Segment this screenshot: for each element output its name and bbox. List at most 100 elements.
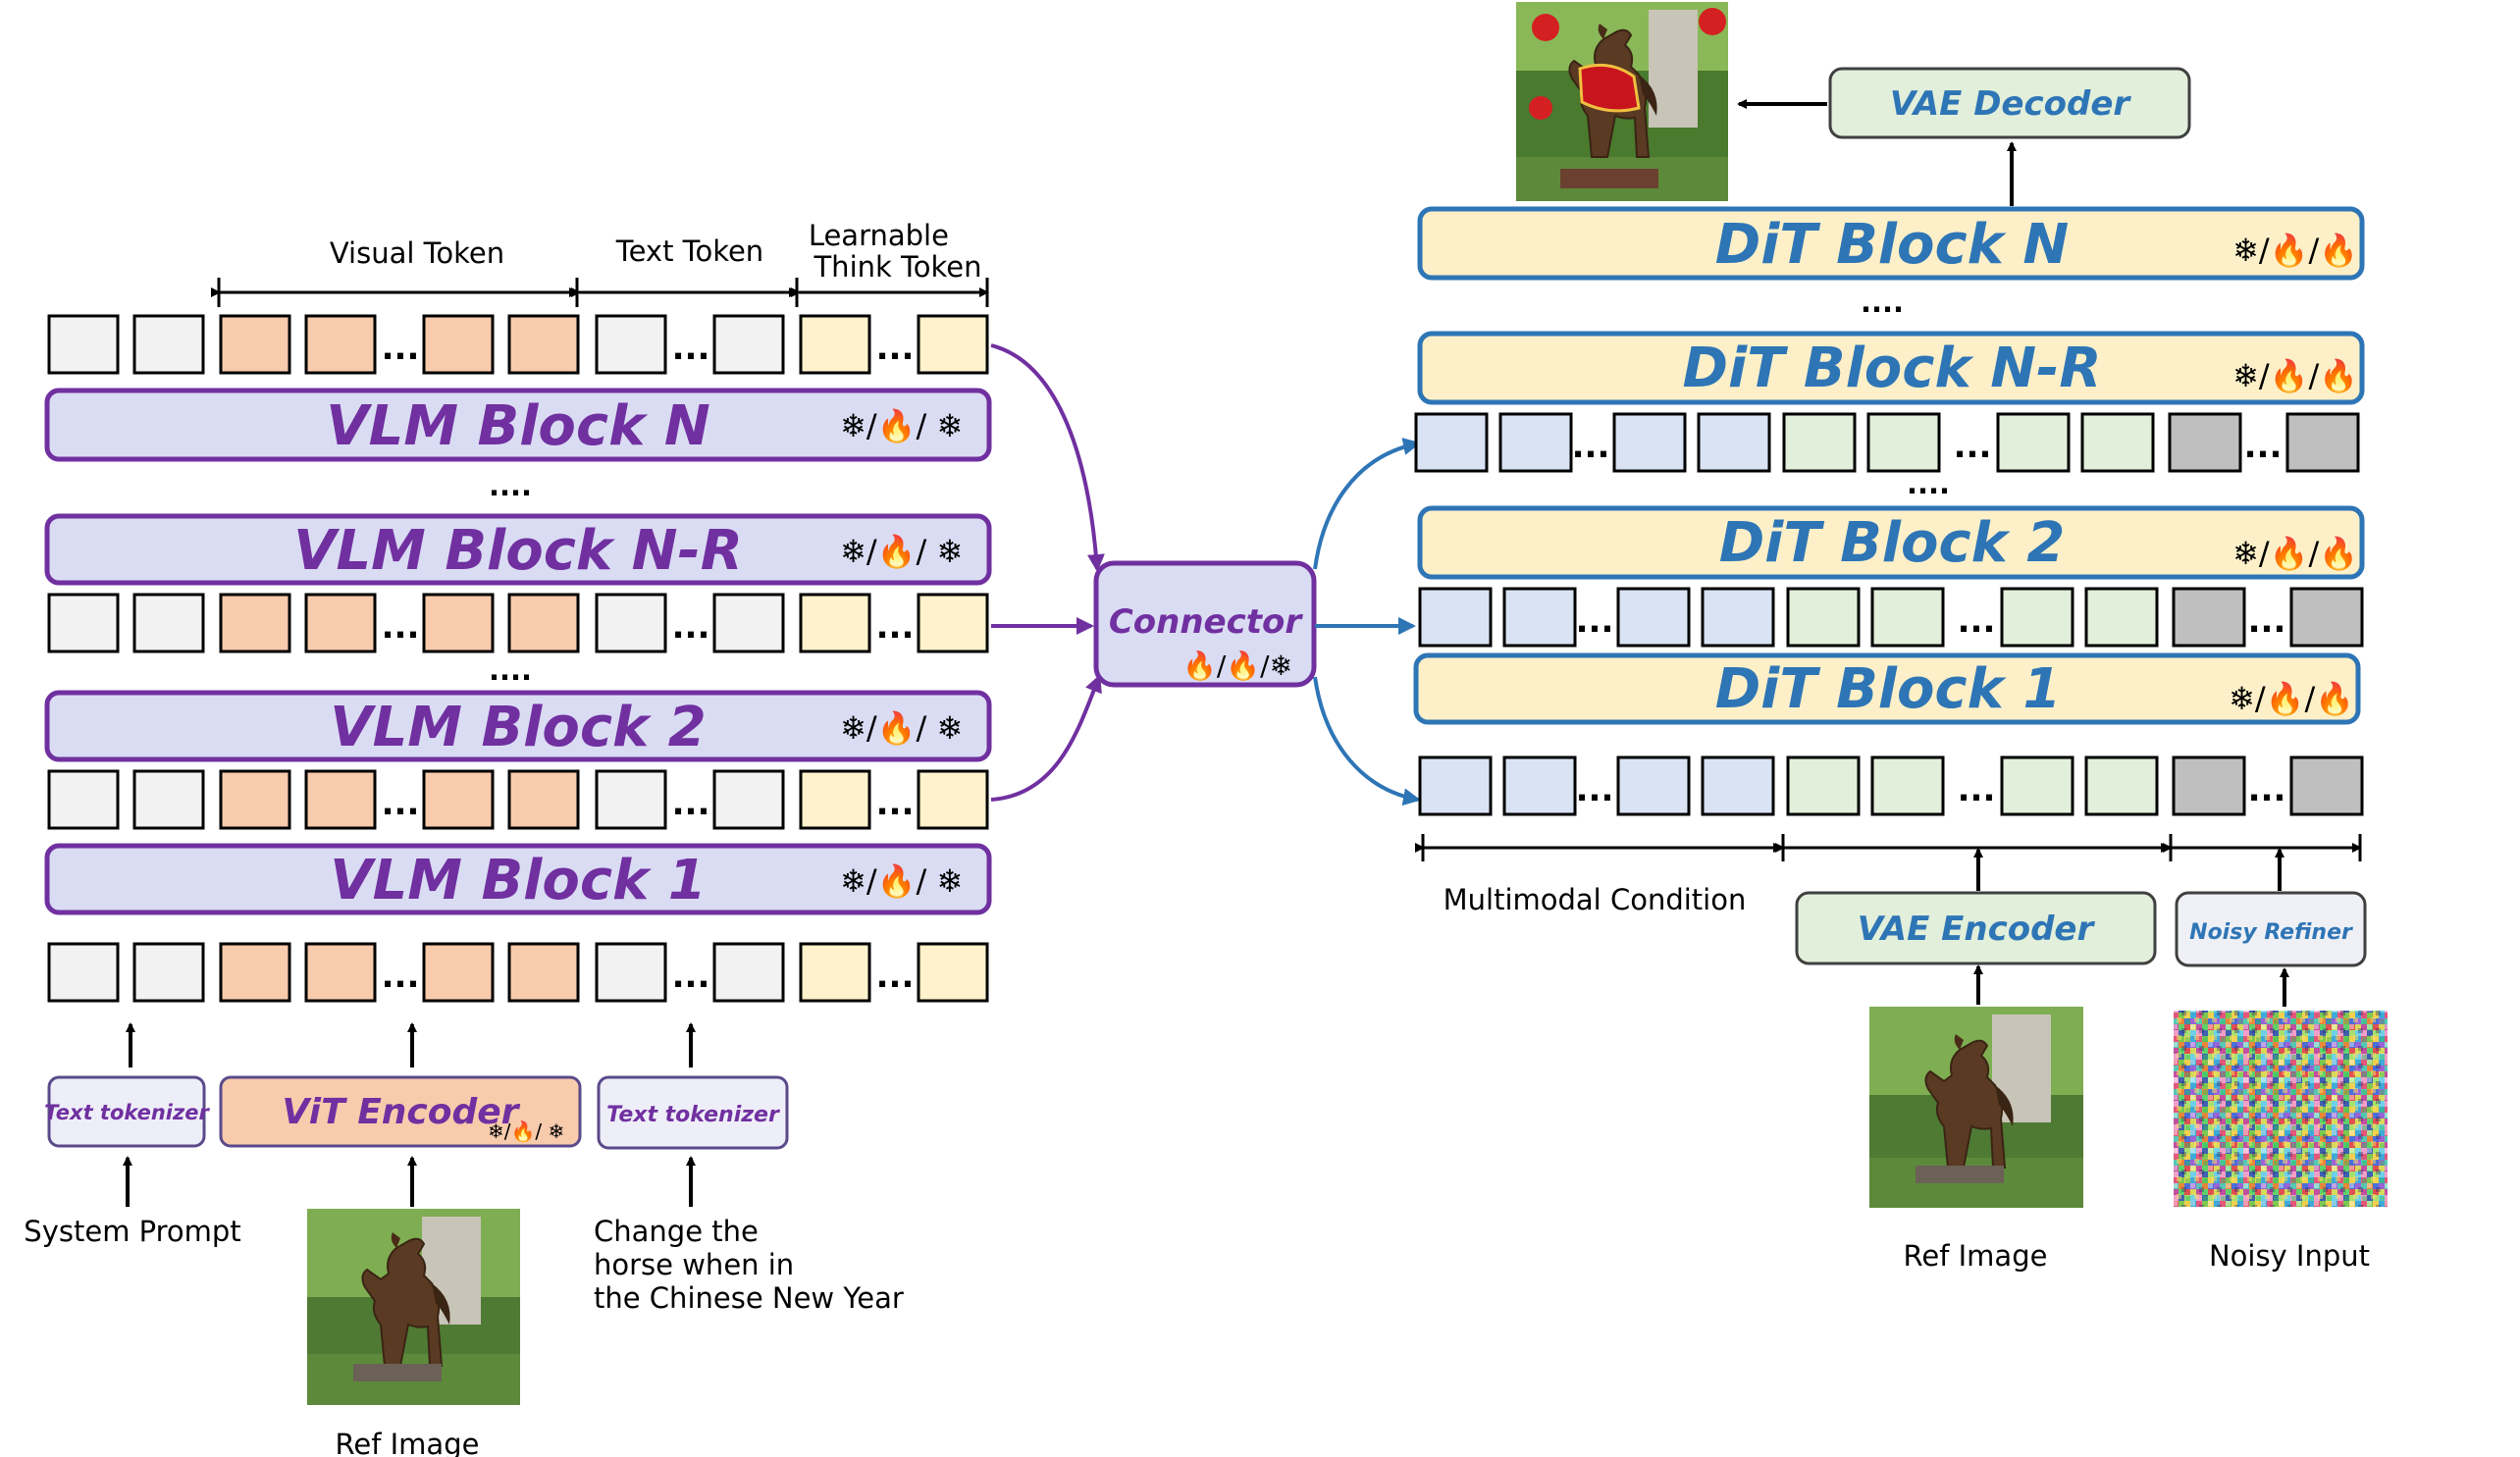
token-cell <box>1418 587 1493 648</box>
token-cell <box>2289 755 2364 816</box>
text-tokenizer-2: Text tokenizer <box>597 1075 789 1150</box>
vlm-ellipsis-mid: .... <box>489 653 532 687</box>
token-cell <box>304 942 377 1003</box>
dit-ellipsis-mid: .... <box>1907 467 1950 500</box>
token-cell <box>1498 412 1573 473</box>
vae-encoder-label: VAE Encoder <box>1858 910 2096 949</box>
token-cell <box>219 942 291 1003</box>
dit-block-1: DiT Block 1 ❄/🔥/🔥 <box>1413 652 2361 725</box>
token-cell <box>917 593 989 653</box>
token-cell <box>2084 587 2159 648</box>
vlm-block-n-r-status: ❄/🔥/ ❄ <box>840 533 963 570</box>
token-cell <box>47 314 120 375</box>
token-ellipsis: ... <box>2244 427 2283 466</box>
token-cell <box>917 769 989 830</box>
token-cell <box>1786 755 1861 816</box>
token-cell <box>47 769 120 830</box>
token-cell <box>917 314 989 375</box>
token-cell <box>1782 412 1857 473</box>
token-ellipsis: ... <box>876 329 915 368</box>
token-cell <box>1701 755 1775 816</box>
vae-encoder: VAE Encoder <box>1795 891 2157 965</box>
vae-decoder-label: VAE Decoder <box>1890 84 2132 124</box>
vlm-token-row-2: ......... <box>47 769 989 830</box>
vlm-block-n-r: VLM Block N-R ❄/🔥/ ❄ <box>44 513 992 586</box>
token-cell <box>422 314 495 375</box>
dit-block-2-title: DiT Block 2 <box>1719 511 2066 575</box>
token-cell <box>1870 587 1945 648</box>
token-cell <box>1502 755 1577 816</box>
vlm-block-1-status: ❄/🔥/ ❄ <box>840 862 963 900</box>
token-cell <box>799 593 871 653</box>
token-cell <box>1414 412 1489 473</box>
token-cell <box>799 769 871 830</box>
token-cell <box>219 314 291 375</box>
visual-token-label: Visual Token <box>330 236 504 270</box>
token-cell <box>132 942 205 1003</box>
token-ellipsis: ... <box>876 784 915 823</box>
vlm-token-rows: .................................... <box>47 314 989 1003</box>
dit-block-2: DiT Block 2 ❄/🔥/🔥 <box>1417 505 2365 580</box>
token-cell <box>47 593 120 653</box>
vlm-block-n-title: VLM Block N <box>326 394 709 458</box>
vae-decoder: VAE Decoder <box>1828 67 2191 139</box>
vlm-block-1-title: VLM Block 1 <box>330 849 707 912</box>
token-ellipsis: ... <box>382 784 420 823</box>
dit-ellipsis-top: .... <box>1861 286 1904 319</box>
token-ellipsis: ... <box>1576 770 1614 809</box>
ref-image-right-label: Ref Image <box>1904 1239 2048 1273</box>
connector: Connector 🔥/🔥/❄ <box>1093 560 1317 688</box>
vlm-token-row-input: ......... <box>47 942 989 1003</box>
dit-block-n-r: DiT Block N-R ❄/🔥/🔥 <box>1417 331 2365 405</box>
token-ellipsis: ... <box>1958 601 1996 641</box>
vit-encoder-status: ❄/🔥/ ❄ <box>488 1119 564 1143</box>
token-cell <box>507 314 580 375</box>
text-tokenizer-1-label: Text tokenizer <box>44 1101 210 1124</box>
token-cell <box>2289 587 2364 648</box>
system-prompt-label: System Prompt <box>24 1215 240 1248</box>
vit-encoder: ViT Encoder ❄/🔥/ ❄ <box>219 1075 582 1148</box>
noisy-input-label: Noisy Input <box>2209 1239 2370 1273</box>
token-cell <box>1418 755 1493 816</box>
token-cell <box>595 314 667 375</box>
dit-block-n-r-status: ❄/🔥/🔥 <box>2232 357 2358 394</box>
token-cell <box>47 942 120 1003</box>
vlm-token-row-top: ......... <box>47 314 989 375</box>
token-cell <box>304 769 377 830</box>
token-cell <box>2080 412 2155 473</box>
token-cell <box>1870 755 1945 816</box>
token-cell <box>219 769 291 830</box>
vlm-block-1: VLM Block 1 ❄/🔥/ ❄ <box>44 843 992 915</box>
token-ellipsis: ... <box>672 784 710 823</box>
dit-section: VAE Decoder DiT Block N ❄/🔥/🔥 .... DiT B… <box>1413 2 2388 1273</box>
token-cell <box>304 314 377 375</box>
dit-block-2-status: ❄/🔥/🔥 <box>2232 535 2358 572</box>
condition-brackets <box>1415 834 2362 861</box>
dit-block-1-title: DiT Block 1 <box>1715 657 2062 721</box>
think-token-label: Learnable Think Token <box>809 219 982 284</box>
dit-block-n: DiT Block N ❄/🔥/🔥 <box>1417 206 2365 281</box>
token-cell <box>2172 587 2246 648</box>
connector-label: Connector <box>1109 602 1304 642</box>
vlm-ellipsis-top: .... <box>489 469 532 502</box>
token-cell <box>712 942 785 1003</box>
token-cell <box>1996 412 2071 473</box>
token-cell <box>507 942 580 1003</box>
token-cell <box>2000 587 2074 648</box>
noisy-refiner-label: Noisy Refiner <box>2189 920 2353 945</box>
dit-block-n-status: ❄/🔥/🔥 <box>2232 232 2358 269</box>
token-cell <box>595 942 667 1003</box>
token-group-brackets <box>211 278 989 307</box>
dit-token-row-2: ......... <box>1418 587 2364 648</box>
token-cell <box>1616 755 1691 816</box>
token-cell <box>917 942 989 1003</box>
token-cell <box>422 769 495 830</box>
token-cell <box>1612 412 1687 473</box>
dit-input-arrows <box>1973 848 2289 1007</box>
token-cell <box>219 593 291 653</box>
token-cell <box>132 769 205 830</box>
token-ellipsis: ... <box>1576 601 1614 641</box>
token-ellipsis: ... <box>382 329 420 368</box>
dit-token-row-n-r: ......... <box>1414 412 2360 473</box>
